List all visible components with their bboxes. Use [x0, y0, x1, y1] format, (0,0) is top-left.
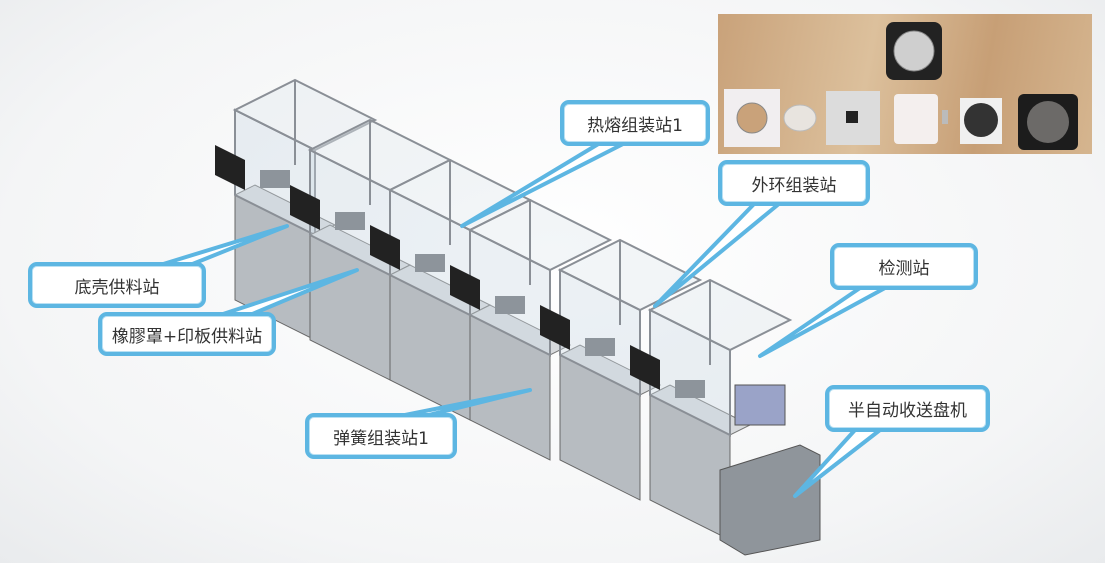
enclosure-roof	[557, 238, 703, 312]
callout-label: 弹簧组装站1	[333, 428, 429, 449]
parts-illustration	[724, 22, 1078, 150]
rubber-cover-part	[894, 94, 938, 144]
lens-part	[783, 104, 817, 132]
callout-inspection-station: 检测站	[830, 243, 978, 290]
product-parts-photo	[718, 14, 1092, 154]
station-mechanism	[585, 338, 615, 356]
inspection-unit	[734, 384, 786, 426]
monitor	[215, 145, 245, 190]
callout-outer-ring-station: 外环组装站	[718, 160, 870, 206]
enclosure-roof	[232, 78, 378, 152]
callout-base-feed-station: 底壳供料站	[28, 262, 206, 308]
callout-rubber-pcb-feed-station: 橡膠罩+印板供料站	[98, 312, 276, 356]
tray-machine	[719, 444, 821, 556]
callout-label: 热熔组装站1	[587, 115, 683, 136]
callout-tray-machine: 半自动收送盘机	[825, 385, 990, 432]
spring-part	[942, 110, 948, 124]
callout-spring-station: 弹簧组装站1	[305, 413, 457, 459]
callout-label: 底壳供料站	[74, 277, 160, 298]
enclosure-roof	[647, 278, 793, 352]
callout-label: 半自动收送盘机	[848, 401, 967, 421]
station-mechanism	[335, 212, 365, 230]
station-mechanism	[675, 380, 705, 398]
callout-label: 外环组装站	[751, 175, 837, 196]
station-mechanism	[415, 254, 445, 272]
enclosure-roof	[467, 198, 613, 272]
station-mechanism	[260, 170, 290, 188]
monitor	[290, 185, 320, 230]
callout-label: 检测站	[878, 259, 930, 279]
callout-label: 橡膠罩+印板供料站	[111, 326, 263, 347]
monitor	[450, 265, 480, 310]
callout-pointers	[158, 141, 887, 498]
callout-hot-melt-station: 热熔组装站1	[560, 100, 710, 146]
monitor	[370, 225, 400, 270]
station-mechanism	[495, 296, 525, 314]
assembly-line-machine	[215, 78, 821, 556]
monitor	[630, 345, 660, 390]
monitor	[540, 305, 570, 350]
